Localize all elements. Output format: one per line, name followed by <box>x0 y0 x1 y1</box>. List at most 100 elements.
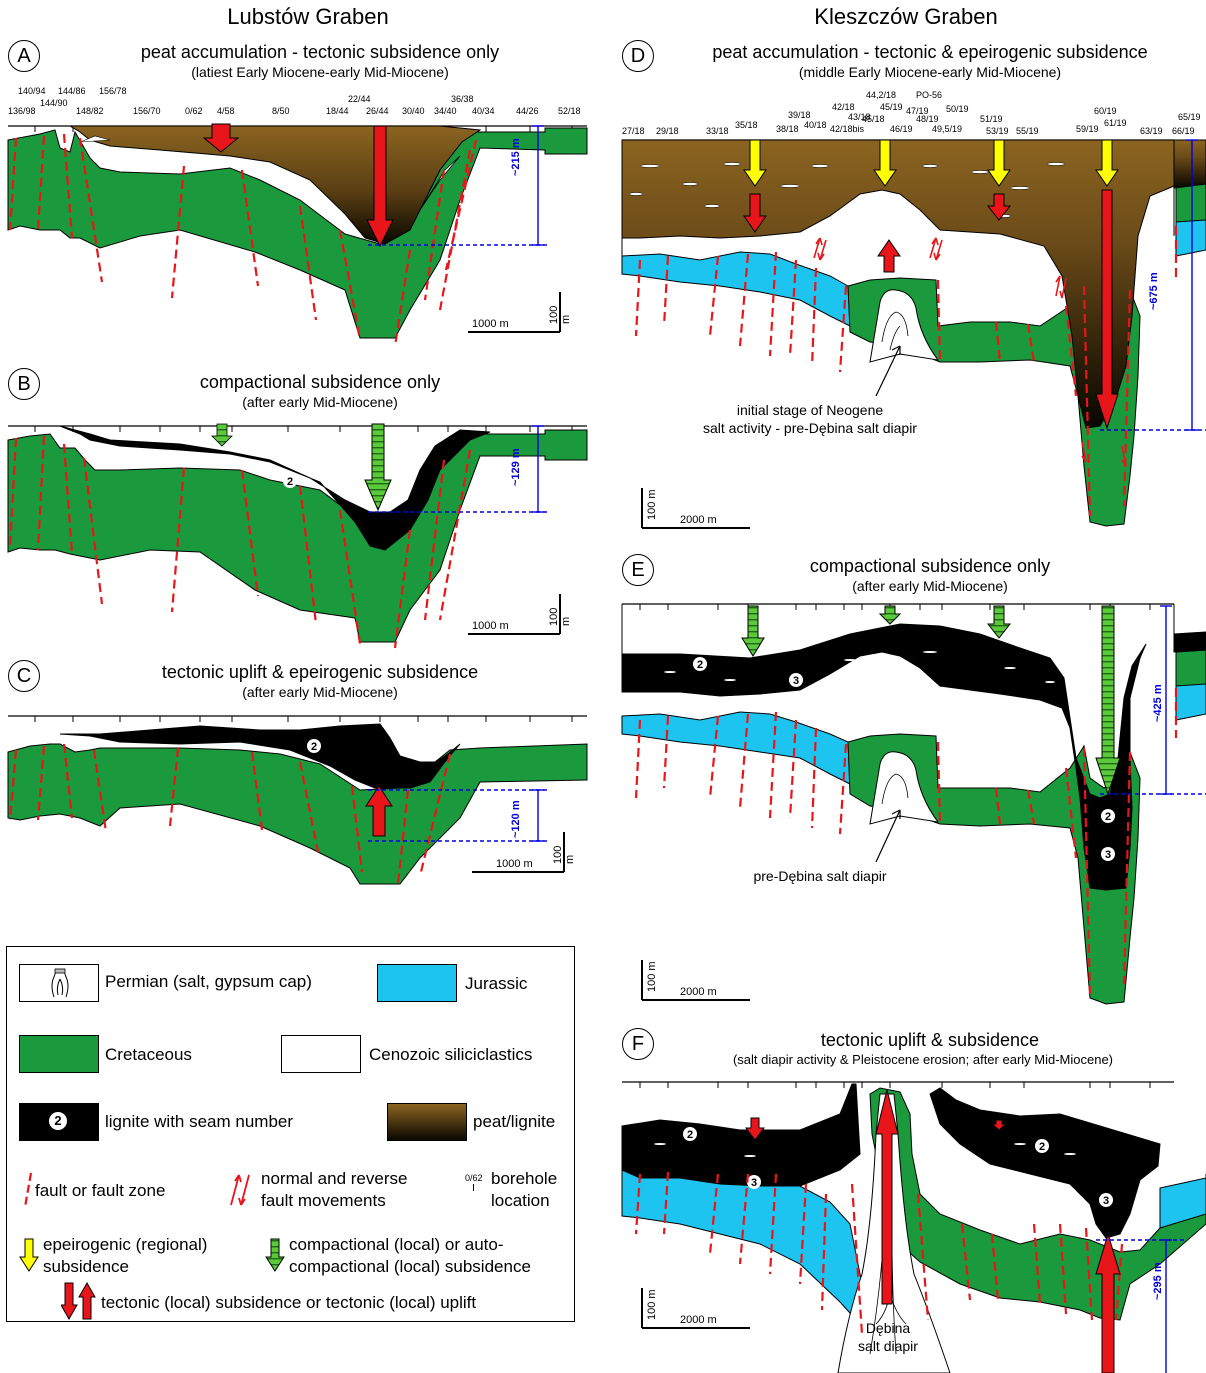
borehole-label: 52/18 <box>558 106 581 116</box>
scale-vertical: 100 m <box>548 305 572 324</box>
legend-swatch-permian <box>19 964 99 1002</box>
panel-e-title: compactional subsidence only <box>809 556 1051 576</box>
borehole-label: 39/18 <box>788 110 811 120</box>
legend-swatch-cretaceous <box>19 1035 99 1073</box>
borehole-label: 45/18 <box>862 114 885 124</box>
scale-horizontal: 2000 m <box>680 1314 717 1326</box>
seam-number: 3 <box>793 675 799 687</box>
legend-peat-label: peat/lignite <box>473 1112 556 1131</box>
borehole-label: 35/18 <box>735 120 758 130</box>
borehole-label: 30/40 <box>402 106 425 116</box>
panel-c-subtitle: (after early Mid-Miocene) <box>242 684 398 700</box>
panel-a-scale-bar: 1000 m 100 m <box>468 292 572 334</box>
legend-borehole-2: location <box>491 1191 550 1210</box>
borehole-label: 51/19 <box>980 114 1003 124</box>
borehole-label: 42/18 <box>832 102 855 112</box>
borehole-label: 8/50 <box>272 106 290 116</box>
borehole-label: 44,2/18 <box>866 90 897 100</box>
panel-d-scale-bar: 2000 m 100 m <box>640 488 752 530</box>
seam-number: 2 <box>287 476 293 488</box>
panel-d-title: peat accumulation - tectonic & epeirogen… <box>712 42 1148 62</box>
panel-c-letter: C <box>8 660 40 692</box>
panel-b-subtitle: (after early Mid-Miocene) <box>242 394 398 410</box>
legend-jurassic-label: Jurassic <box>465 974 528 993</box>
lignite-seams <box>621 1083 861 1187</box>
borehole-label: 144/86 <box>58 86 86 96</box>
panel-a-depth-label: ~215 m <box>510 138 522 176</box>
kleszczow-graben-title: Kleszczów Graben <box>814 4 998 29</box>
lignite-seam <box>59 723 461 789</box>
scale-horizontal: 2000 m <box>680 514 717 526</box>
legend-permian-label: Permian (salt, gypsum cap) <box>105 972 312 991</box>
lubstow-graben-title: Lubstów Graben <box>227 4 389 29</box>
panel-a-subtitle: (latiest Early Miocene-early Mid-Miocene… <box>191 64 449 80</box>
legend-tectonic-label: tectonic (local) subsidence or tectonic … <box>101 1293 477 1312</box>
lignite-seams <box>621 623 1147 891</box>
cretaceous-layer <box>7 127 588 339</box>
legend-compact-1: compactional (local) or auto- <box>289 1235 504 1254</box>
borehole-label: 144/90 <box>40 98 68 108</box>
panel-f-note-2: salt diapir <box>858 1338 918 1354</box>
legend-borehole-1: borehole <box>491 1169 558 1188</box>
fault-icon <box>23 1172 33 1208</box>
scale-vertical: 100 m <box>548 607 572 626</box>
panel-e-letter: E <box>622 554 654 586</box>
borehole-tick-icon <box>473 1184 474 1191</box>
panel-f-depth-label: ~295 m <box>1152 1262 1164 1300</box>
panel-f-letter: F <box>622 1028 654 1060</box>
cretaceous-layer <box>7 429 588 643</box>
scale-horizontal: 2000 m <box>680 986 717 998</box>
panel-d-cross-section <box>621 139 1206 527</box>
borehole-label: 55/19 <box>1016 126 1039 136</box>
scale-horizontal: 1000 m <box>472 318 509 330</box>
panel-f-title: tectonic uplift & subsidence <box>820 1030 1040 1050</box>
legend-swatch-peat <box>387 1103 467 1141</box>
tectonic-arrows-icon <box>61 1281 96 1321</box>
borehole-label: 47/19 <box>906 106 929 116</box>
panel-c-scale-bar: 1000 m 100 m <box>472 832 576 874</box>
scale-vertical: 100 m <box>646 1289 658 1320</box>
panel-a-title: peat accumulation - tectonic subsidence … <box>140 42 500 62</box>
panel-c-title: tectonic uplift & epeirogenic subsidence <box>161 662 479 682</box>
borehole-label: 42/18bis <box>830 124 865 134</box>
legend-borehole-sample: 0/62 <box>465 1173 483 1183</box>
legend-epeiro-2: subsidence <box>43 1257 130 1276</box>
panel-a-letter: A <box>8 40 40 72</box>
panel-d-note-2: salt activity - pre-Dębina salt diapir <box>703 420 917 436</box>
panel-b-letter: B <box>8 368 40 400</box>
legend-cretaceous-label: Cretaceous <box>105 1045 192 1064</box>
seam-number: 2 <box>1105 811 1111 823</box>
legend-compact-2: compactional (local) subsidence <box>289 1257 531 1276</box>
borehole-label: 40/34 <box>472 106 495 116</box>
panel-e-subtitle: (after early Mid-Miocene) <box>852 578 1008 594</box>
borehole-label: 66/19 <box>1172 126 1195 136</box>
legend-swatch-lignite: 2 <box>19 1103 99 1141</box>
legend-cenozoic-label: Cenozoic siliciclastics <box>369 1045 533 1064</box>
borehole-label: 33/18 <box>706 126 729 136</box>
borehole-label: 18/44 <box>326 106 349 116</box>
borehole-label: 40/18 <box>804 120 827 130</box>
borehole-label: 48/19 <box>916 114 939 124</box>
legend-swatch-jurassic <box>377 964 457 1002</box>
borehole-label: 136/98 <box>8 106 36 116</box>
panel-d-depth-label: ~675 m <box>1148 272 1160 310</box>
panel-b-cross-section: 2 <box>7 423 588 649</box>
scale-vertical: 100 m <box>646 489 658 520</box>
seam-number: 3 <box>1103 1195 1109 1207</box>
scale-vertical: 100 m <box>552 845 576 864</box>
borehole-label: 65/19 <box>1178 112 1201 122</box>
borehole-label: 63/19 <box>1140 126 1163 136</box>
lignite-seam <box>59 425 491 551</box>
panel-c-cross-section: 2 <box>7 715 588 885</box>
legend-fault-moves-2: fault movements <box>261 1191 386 1210</box>
panel-f-subtitle: (salt diapir activity & Pleistocene eros… <box>732 1052 1114 1067</box>
borehole-label: 4/58 <box>217 106 235 116</box>
borehole-label: 36/38 <box>451 94 474 104</box>
legend-epeiro-1: epeirogenic (regional) <box>43 1235 208 1254</box>
panel-b-scale-bar: 1000 m 100 m <box>468 594 572 636</box>
borehole-label: 27/18 <box>622 126 645 136</box>
borehole-label: 50/19 <box>946 104 969 114</box>
borehole-label: 45/19 <box>880 102 903 112</box>
panel-d-borehole-labels: 27/18 29/18 33/18 35/18 39/18 38/18 40/1… <box>600 86 1206 140</box>
panel-f-note-1: Dębina <box>865 1320 911 1336</box>
